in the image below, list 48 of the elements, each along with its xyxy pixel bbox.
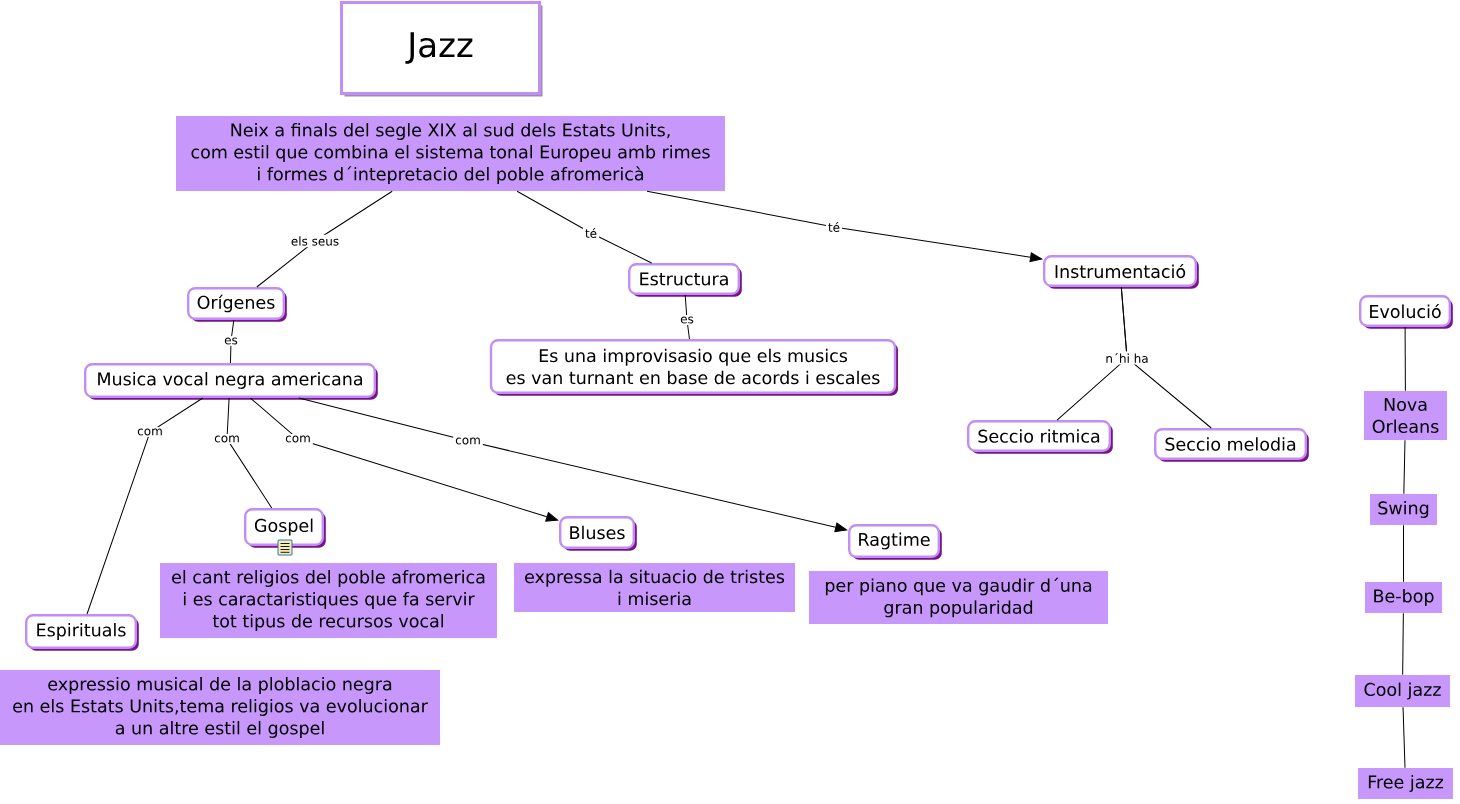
connector: [256, 190, 393, 288]
concept-box: Seccio melodia: [1154, 428, 1309, 462]
edge-label: com: [283, 434, 313, 444]
edge-label: n´hi ha: [1103, 351, 1151, 365]
edge-label: es: [222, 336, 240, 346]
connector: [1120, 286, 1212, 429]
concept-box: Orígenes: [187, 287, 287, 322]
description-box: Be-bop: [1365, 582, 1442, 613]
connector: [86, 397, 204, 615]
concept-box: Instrumentació: [1043, 255, 1199, 289]
description-box: Nova Orleans: [1364, 391, 1447, 440]
description-box: Swing: [1370, 494, 1437, 525]
concept-box: Musica vocal negra americana: [84, 363, 378, 400]
edge-label: com: [453, 436, 483, 446]
description-box: Free jazz: [1358, 768, 1453, 799]
concept-box: Evolució: [1359, 295, 1453, 329]
edge-label: com: [135, 427, 165, 437]
connector: [1403, 439, 1406, 495]
title-box: Jazz: [340, 1, 543, 97]
concept-box: Es una improvisasio que els musics es van turnant en base de acords i escales: [489, 339, 898, 396]
connector: [1403, 524, 1404, 583]
concept-box: Estructura: [628, 263, 742, 297]
edge-label: té: [582, 226, 600, 240]
description-box: Cool jazz: [1355, 675, 1450, 707]
description-box: expressa la situacio de tristes i miseria: [514, 563, 795, 612]
connector: [229, 319, 235, 364]
connector: [1402, 612, 1404, 676]
concept-box: Seccio ritmica: [967, 420, 1113, 454]
connector: [298, 397, 848, 533]
connector: [249, 397, 559, 522]
concept-box: Espirituals: [25, 614, 139, 651]
description-box: el cant religios del poble afromerica i es caractaristiques que fa servir tot tipus de recursos vocal: [160, 563, 497, 638]
connector: [226, 397, 273, 509]
description-box: per piano que va gaudir d´una gran popularidad: [809, 571, 1108, 624]
connector: [684, 294, 690, 340]
connector: [516, 190, 653, 264]
edge-label: els seus: [288, 234, 342, 248]
concept-box: Ragtime: [848, 524, 942, 560]
edge-label: té: [825, 220, 843, 234]
concept-box: Bluses: [559, 516, 637, 551]
description-box: expressio musical de la ploblacio negra en els Estats Units,tema religios va evolucionar a un altre estil el gospel: [0, 670, 440, 745]
concept-box: Gospel: [244, 508, 326, 548]
connector: [1402, 706, 1406, 769]
edge-label: es: [678, 315, 696, 325]
edge-label: com: [212, 434, 242, 444]
connector: [646, 190, 1043, 263]
connector: [1404, 326, 1406, 392]
description-box: Neix a finals del segle XIX al sud dels Estats Units, com estil que combina el sistema tonal Europeu amb rimes i formes d´intepretacio del poble afromericà: [176, 116, 725, 191]
